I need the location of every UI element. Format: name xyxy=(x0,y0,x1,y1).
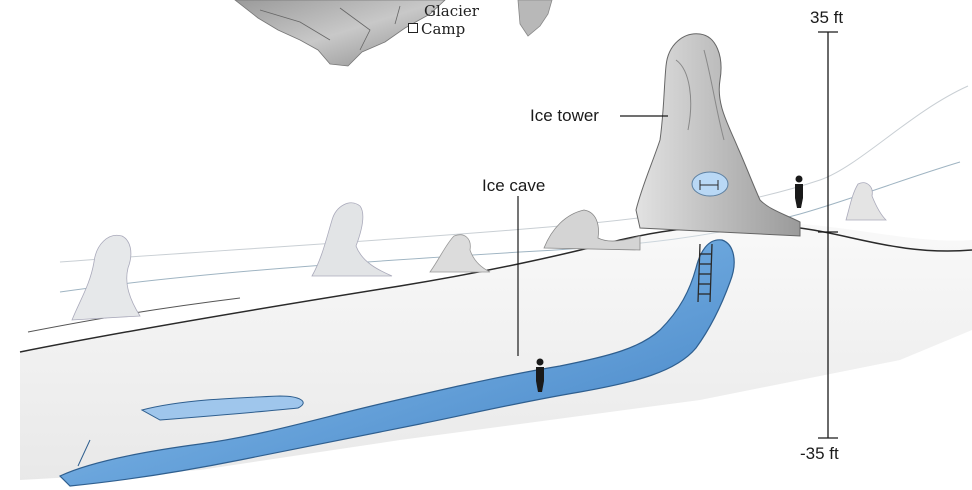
camp-square-icon xyxy=(408,23,418,33)
ice-tower xyxy=(636,34,800,236)
snow-ground xyxy=(20,223,972,480)
ice-pillar-small xyxy=(430,235,490,272)
ice-pillar-left xyxy=(72,235,140,320)
ice-cave-label: Ice cave xyxy=(482,176,545,196)
person-near-tower xyxy=(795,176,803,209)
map-label-camp-text: Camp xyxy=(421,20,465,38)
scale-top-label: 35 ft xyxy=(810,8,843,28)
terrain-map xyxy=(235,0,552,66)
ice-mound xyxy=(544,210,640,250)
scale-bottom-label: -35 ft xyxy=(800,444,839,464)
map-label-camp: Camp xyxy=(408,20,465,38)
ice-tower-label: Ice tower xyxy=(530,106,599,126)
map-label-glacier: Glacier xyxy=(424,2,479,20)
person-in-cave xyxy=(536,359,544,393)
